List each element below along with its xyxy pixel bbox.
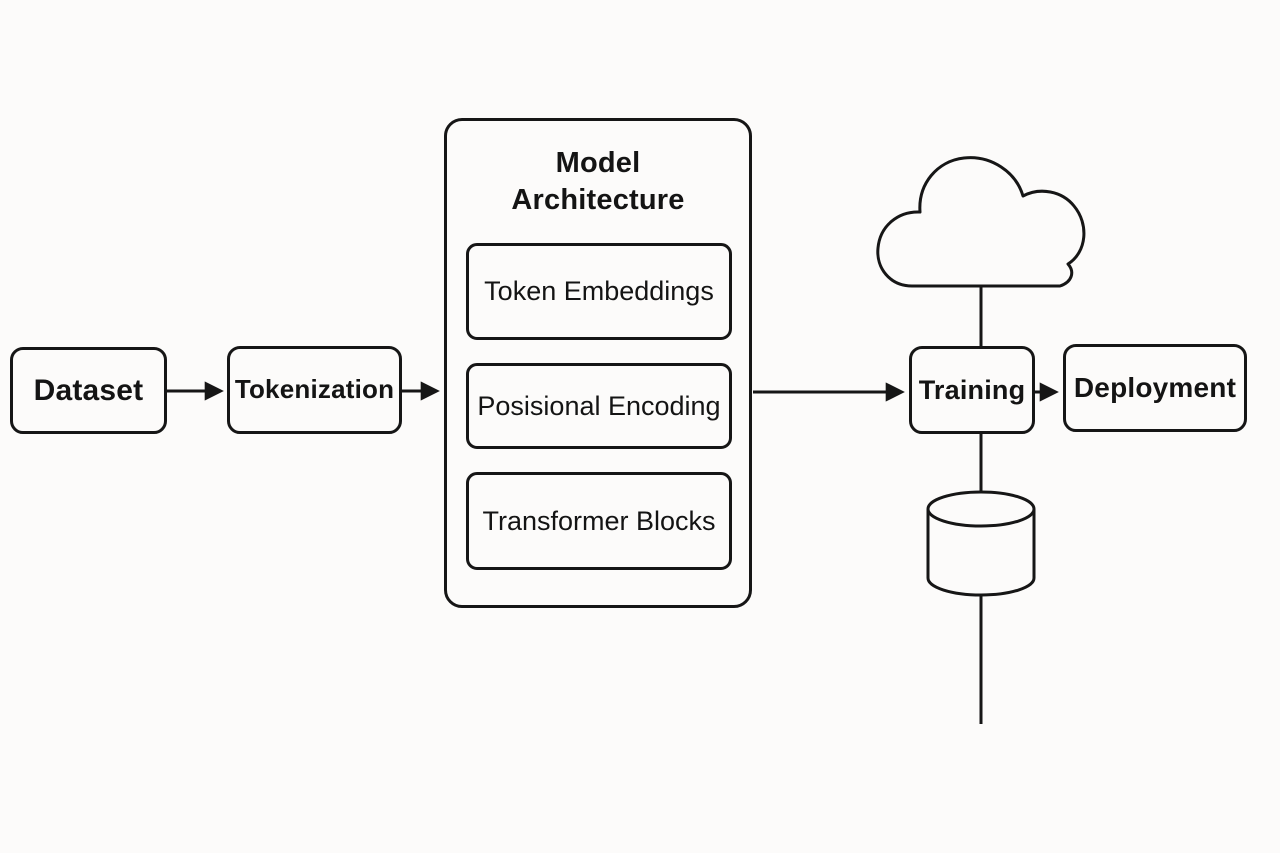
- node-deployment: Deployment: [1063, 344, 1247, 432]
- node-transformer-blocks-label: Transformer Blocks: [482, 505, 716, 536]
- cloud-icon: [876, 156, 1086, 288]
- node-transformer-blocks: Transformer Blocks: [466, 472, 732, 570]
- node-tokenization: Tokenization: [227, 346, 402, 434]
- node-training-label: Training: [918, 374, 1026, 405]
- node-positional-encoding-label: Posisional Encoding: [477, 390, 721, 421]
- node-tokenization-label: Tokenization: [234, 374, 395, 405]
- node-deployment-label: Deployment: [1073, 372, 1237, 404]
- database-icon: [926, 490, 1036, 597]
- node-dataset-label: Dataset: [33, 373, 144, 407]
- node-positional-encoding: Posisional Encoding: [466, 363, 732, 449]
- node-training: Training: [909, 346, 1035, 434]
- node-dataset: Dataset: [10, 347, 167, 434]
- group-model-architecture-title: Model Architecture: [511, 147, 685, 217]
- node-token-embeddings: Token Embeddings: [466, 243, 732, 340]
- group-model-architecture: Model Architecture Token Embeddings Posi…: [444, 118, 752, 608]
- node-token-embeddings-label: Token Embeddings: [484, 276, 714, 306]
